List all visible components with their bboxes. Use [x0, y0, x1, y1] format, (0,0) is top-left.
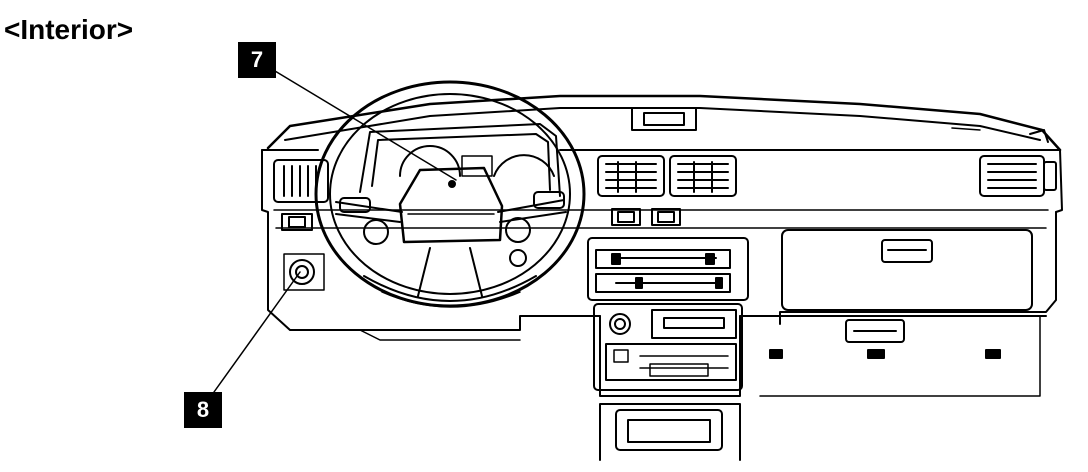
page-title: <Interior>	[4, 14, 134, 45]
dashboard-front-panel	[261, 149, 1063, 397]
defroster-vent	[631, 107, 697, 131]
callout-leader-lines	[213, 67, 457, 393]
lower-right-panel	[769, 319, 1001, 359]
callout-8: 8	[184, 392, 222, 428]
callout-7: 7	[238, 42, 276, 78]
instrument-cluster	[359, 123, 561, 197]
steering-wheel	[314, 80, 586, 308]
steering-wheel-center-pad	[398, 166, 504, 244]
radio-unit	[593, 303, 743, 391]
lower-left-knob	[283, 253, 325, 291]
lower-gauges	[363, 217, 531, 267]
center-vent-right	[669, 155, 737, 197]
floor-console	[599, 403, 741, 461]
left-side-vent	[273, 159, 329, 203]
dashboard-switches	[281, 208, 681, 231]
center-vent-left	[597, 155, 665, 197]
climate-control-panel	[587, 237, 749, 301]
dashboard-top-outline	[266, 94, 1062, 152]
right-side-vent	[979, 155, 1057, 197]
glove-box	[781, 229, 1033, 311]
